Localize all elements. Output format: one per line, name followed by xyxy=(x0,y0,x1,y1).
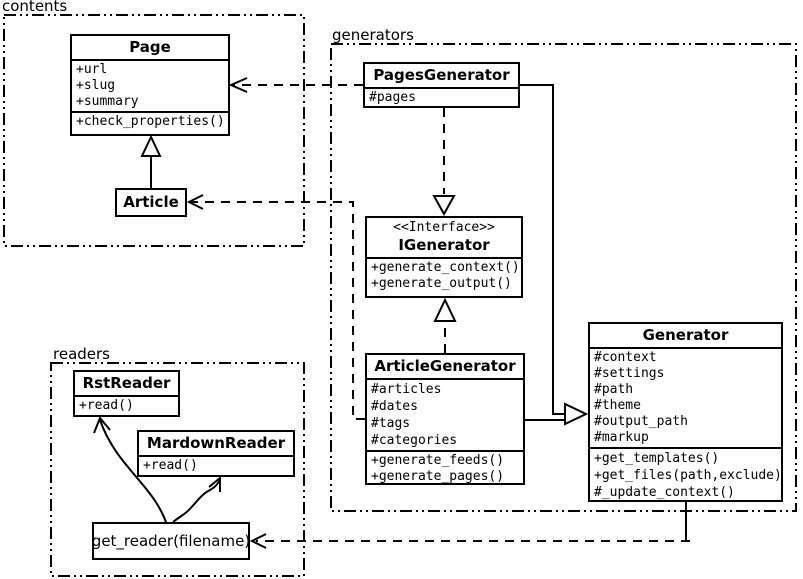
class-articlegenerator: ArticleGenerator #articles #dates #tags … xyxy=(365,353,525,485)
class-articlegenerator-methods: +generate_feeds() +generate_pages() xyxy=(367,450,523,484)
dependency-pagesgenerator-to-page xyxy=(228,77,363,93)
interface-igenerator: <<Interface>> IGenerator +generate_conte… xyxy=(365,216,523,298)
class-articlegenerator-title: ArticleGenerator xyxy=(374,357,516,375)
open-arrowhead xyxy=(93,416,111,434)
class-generator: Generator #context #settings #path #them… xyxy=(588,322,783,502)
class-generator-methods: +get_templates() +get_files(path,exclude… xyxy=(590,447,782,500)
method: +get_files(path,exclude) xyxy=(594,468,782,483)
realization-articlegenerator-to-igenerator xyxy=(433,297,457,353)
stereotype: <<Interface>> xyxy=(393,220,495,235)
attribute: +slug xyxy=(76,78,116,93)
package-label-contents: contents xyxy=(2,0,68,15)
attribute: #dates xyxy=(371,399,418,414)
package-label-generators: generators xyxy=(332,26,414,44)
method: +check_properties() xyxy=(76,114,225,129)
class-rstreader-title: RstReader xyxy=(82,374,171,392)
class-article: Article xyxy=(115,188,187,217)
method: #_update_context() xyxy=(594,485,735,500)
attribute: +url xyxy=(76,62,108,77)
open-arrowhead xyxy=(228,77,248,93)
class-mardownreader-title: MardownReader xyxy=(146,434,286,452)
package-border-generators xyxy=(330,43,797,512)
class-mardownreader-methods: +read() xyxy=(139,455,293,475)
interface-igenerator-title: <<Interface>> IGenerator xyxy=(367,218,521,257)
function-box-get-reader: get_reader(filename) xyxy=(92,522,250,560)
class-rstreader: RstReader +read() xyxy=(73,370,180,417)
class-pagesgenerator-attributes: #pages xyxy=(365,87,518,106)
inheritance-pagesgenerator-to-generator xyxy=(520,84,564,415)
hollow-triangle-arrowhead xyxy=(432,195,456,217)
method: +generate_pages() xyxy=(371,469,505,484)
attribute: #tags xyxy=(371,416,411,431)
class-pagesgenerator: PagesGenerator #pages xyxy=(363,62,520,108)
hollow-triangle-arrowhead xyxy=(433,297,457,322)
open-arrowhead xyxy=(186,194,204,210)
class-page-methods: +check_properties() xyxy=(72,111,228,131)
hollow-triangle-arrowhead-generator xyxy=(564,402,589,426)
package-border-readers xyxy=(50,362,305,577)
method: +get_templates() xyxy=(594,451,720,466)
realization-pagesgenerator-to-igenerator xyxy=(432,108,456,217)
attribute: #path xyxy=(594,382,634,397)
attribute: #context xyxy=(594,350,657,365)
class-pagesgenerator-title: PagesGenerator xyxy=(373,66,510,84)
interface-name: IGenerator xyxy=(398,236,490,254)
method: +generate_context() xyxy=(371,260,520,275)
attribute: #theme xyxy=(594,398,641,413)
class-article-title: Article xyxy=(123,193,179,211)
open-arrowhead xyxy=(249,533,267,549)
class-page: Page +url +slug +summary +check_properti… xyxy=(70,34,230,136)
package-label-readers: readers xyxy=(53,345,110,363)
method: +generate_feeds() xyxy=(371,453,505,468)
class-mardownreader: MardownReader +read() xyxy=(137,430,295,477)
attribute: #output_path xyxy=(594,414,688,429)
hollow-triangle-arrowhead xyxy=(140,134,162,157)
class-generator-attributes: #context #settings #path #theme #output_… xyxy=(590,347,781,447)
attribute: #pages xyxy=(369,90,416,105)
attribute: +summary xyxy=(76,94,139,109)
interface-igenerator-methods: +generate_context() +generate_output() xyxy=(367,257,521,293)
open-arrowhead xyxy=(208,475,221,492)
attribute: #markup xyxy=(594,430,649,445)
method: +read() xyxy=(143,458,198,473)
function-label: get_reader(filename) xyxy=(91,532,251,550)
attribute: #settings xyxy=(594,366,665,381)
method: +generate_output() xyxy=(371,276,512,291)
class-rstreader-methods: +read() xyxy=(75,395,178,415)
method: +read() xyxy=(79,398,134,413)
inheritance-article-to-page xyxy=(140,134,162,188)
class-articlegenerator-attributes: #articles #dates #tags #categories xyxy=(367,378,523,450)
attribute: #articles xyxy=(371,382,442,397)
package-border-contents xyxy=(3,14,305,247)
class-page-attributes: +url +slug +summary xyxy=(72,59,228,111)
class-page-title: Page xyxy=(129,38,171,56)
call-getreader-to-mardownreader xyxy=(172,475,221,523)
call-getreader-to-rstreader xyxy=(93,416,167,523)
attribute: #categories xyxy=(371,433,458,448)
dependency-articlegenerator-to-article xyxy=(186,194,365,420)
dependency-generator-to-getreader xyxy=(249,502,690,549)
class-generator-title: Generator xyxy=(642,326,729,344)
